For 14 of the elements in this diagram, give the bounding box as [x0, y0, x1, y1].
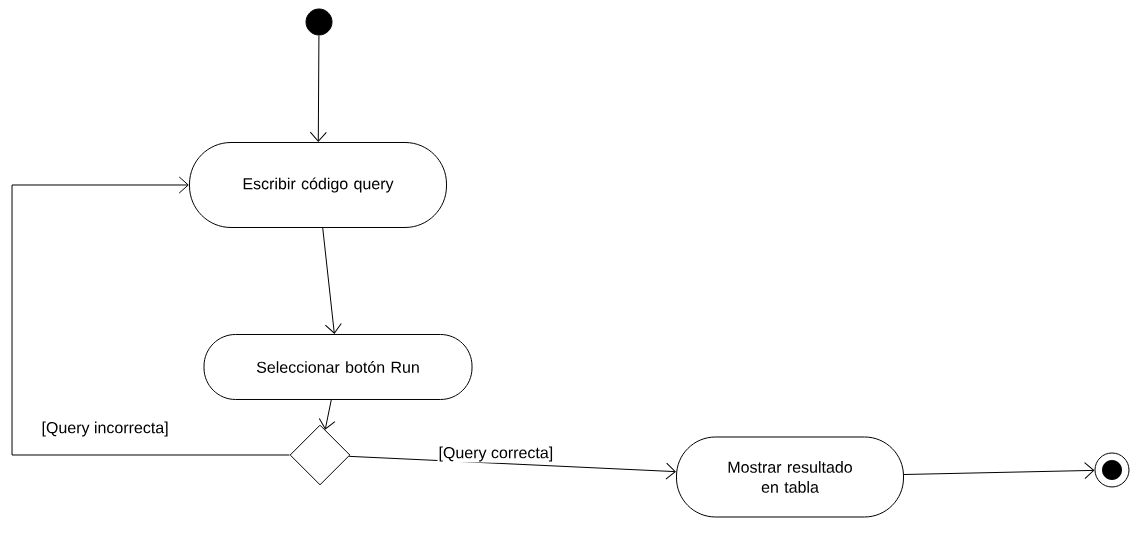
- arrow: [903, 462, 1095, 480]
- arrow: [322, 227, 342, 334]
- end-node: [1094, 452, 1130, 488]
- arrow: [11, 176, 290, 456]
- arrow: [309, 35, 327, 142]
- action-box: Seleccionar botón Run: [203, 334, 473, 400]
- action-box: Mostrar resultado en tabla: [676, 436, 904, 518]
- edge-label: [Query correcta]: [437, 445, 555, 463]
- arrow: [348, 455, 676, 480]
- edge-label: [Query incorrecta]: [40, 420, 170, 438]
- decision-diamond: [289, 424, 351, 486]
- start-node: [305, 8, 333, 36]
- action-box: Escribir código query: [189, 142, 447, 228]
- arrow: [318, 399, 336, 430]
